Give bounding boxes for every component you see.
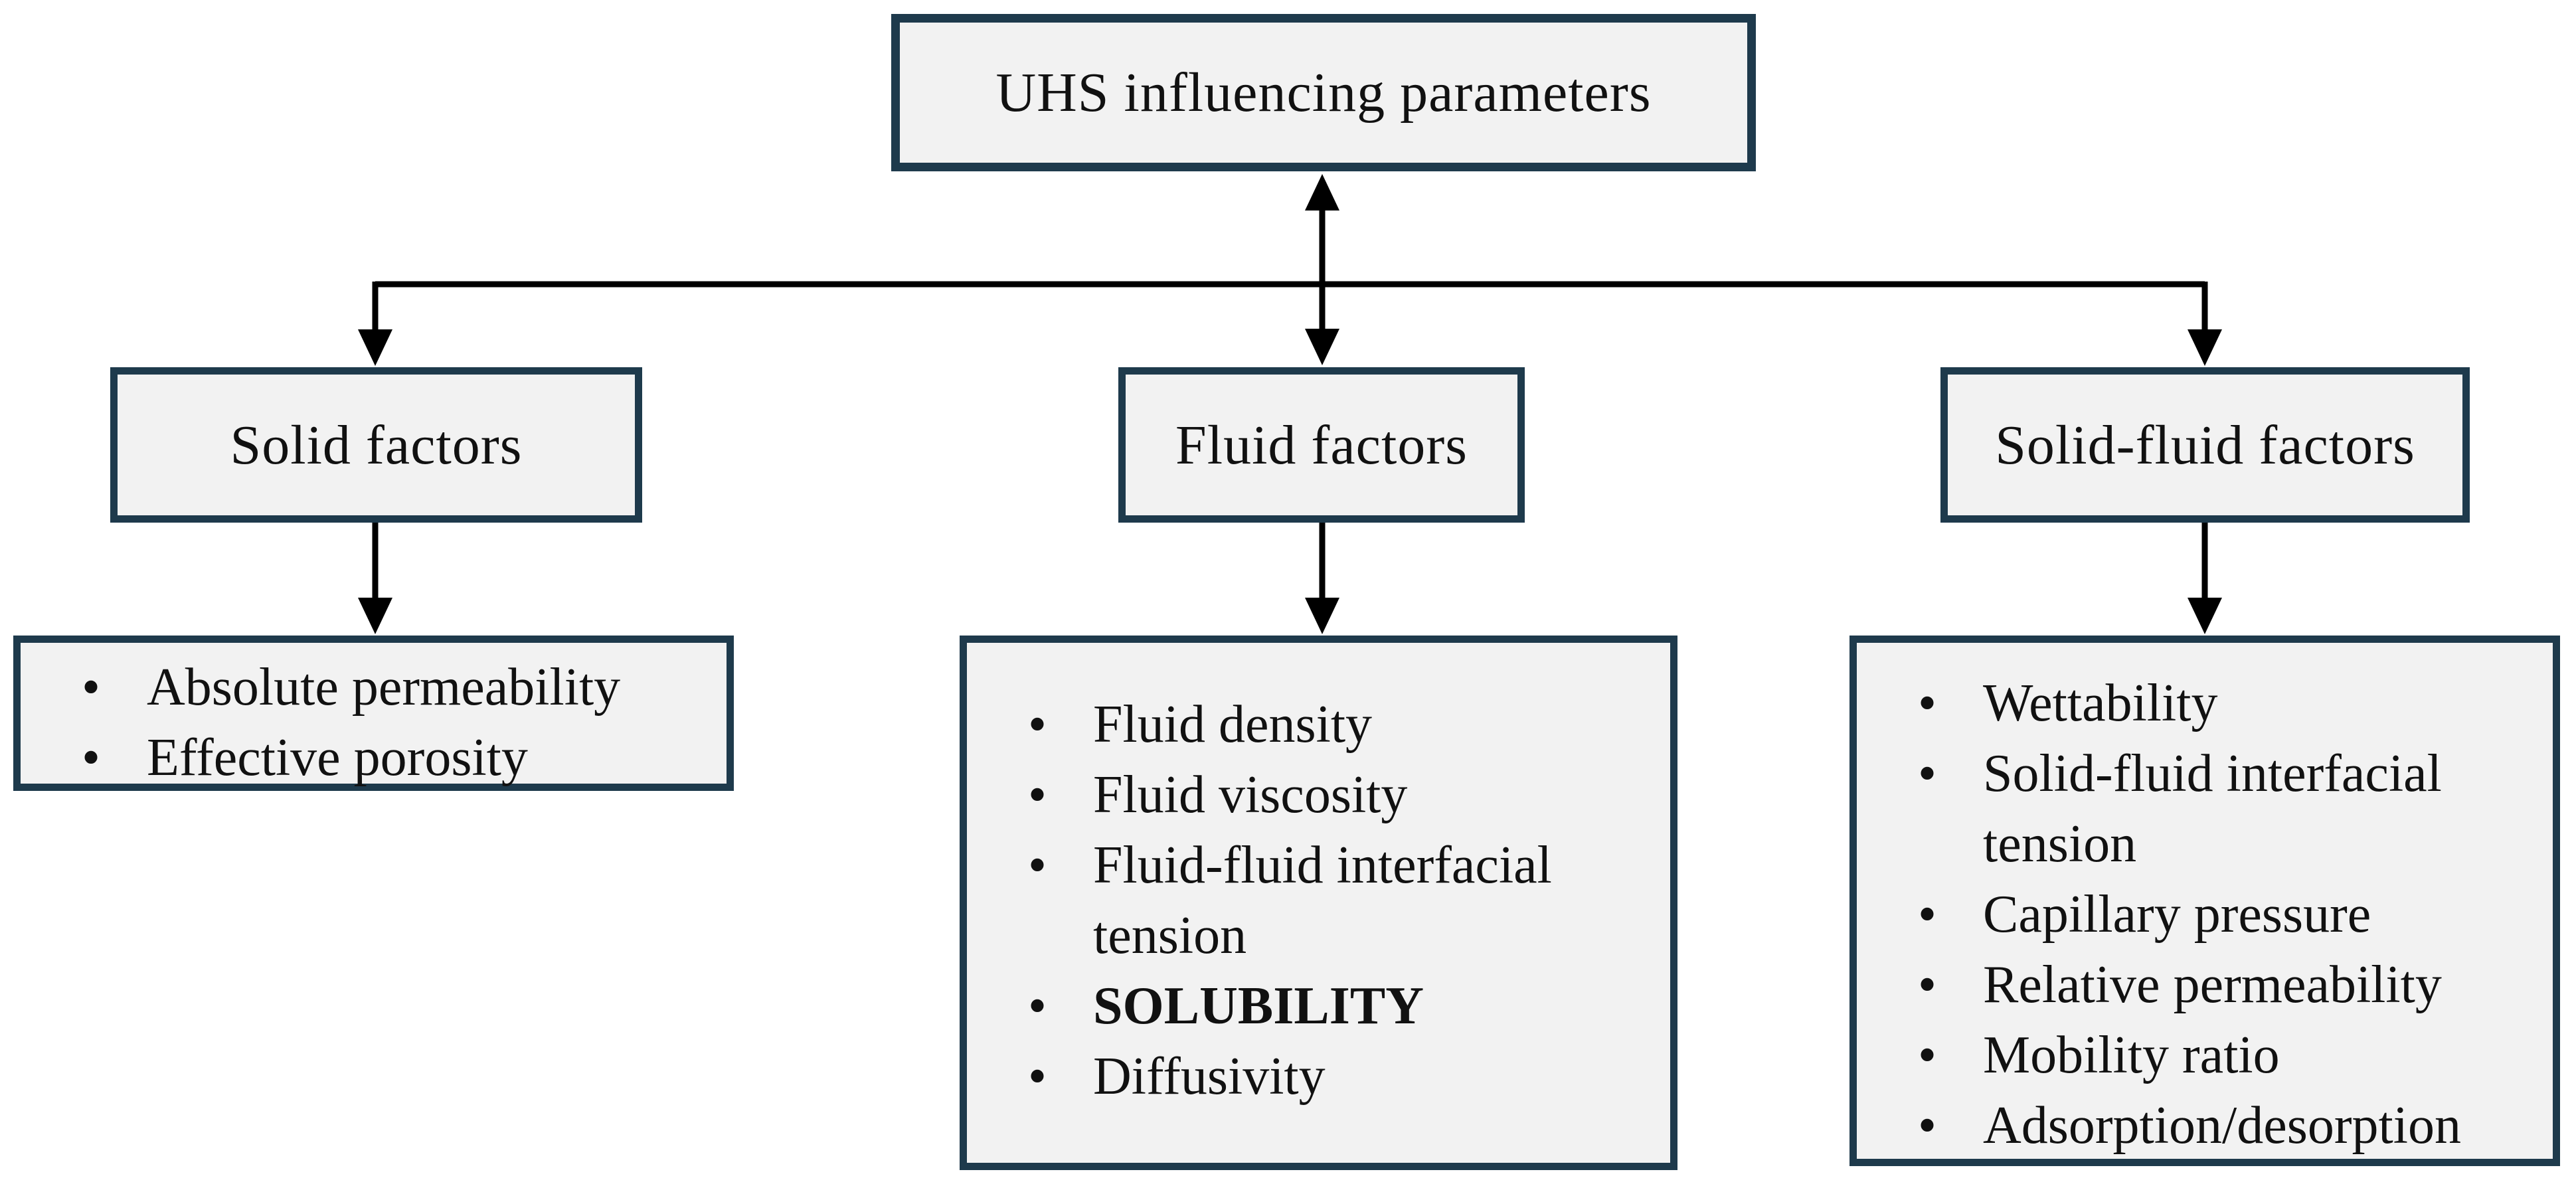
bullet-icon: • — [1028, 836, 1047, 895]
list-item: • Fluid-fluid interfacial tension — [993, 830, 1664, 971]
solidfluid-factors-list: • Wettability • Solid-fluid interfacial … — [1857, 643, 2553, 1161]
bullet-icon: • — [1918, 744, 1937, 803]
solidfluid-factors-header-label: Solid-fluid factors — [1995, 414, 2415, 476]
arrow-to-solid-header — [358, 282, 392, 366]
list-item: • Fluid viscosity — [993, 760, 1664, 830]
solid-factors-header-box: Solid factors — [110, 367, 642, 523]
bullet-icon: • — [82, 658, 101, 717]
list-item: • Absolute permeability — [47, 652, 720, 723]
list-item-label: Fluid viscosity — [1093, 766, 1408, 824]
list-item-label: Adsorption/desorption — [1983, 1096, 2461, 1155]
arrow-solid-header-to-list — [358, 523, 392, 634]
solid-factors-list: • Absolute permeability • Effective poro… — [21, 643, 727, 793]
list-item: • Effective porosity — [47, 723, 720, 793]
list-item-label: Effective porosity — [147, 728, 528, 787]
arrow-fluid-header-to-list — [1305, 523, 1339, 634]
list-item: • Diffusivity — [993, 1041, 1664, 1112]
list-item: • SOLUBILITY — [993, 971, 1664, 1041]
bullet-icon: • — [1918, 1026, 1937, 1084]
list-item-label: Capillary pressure — [1983, 885, 2371, 944]
list-item-label-solubility: SOLUBILITY — [1093, 977, 1424, 1035]
list-item: • Adsorption/desorption — [1883, 1090, 2546, 1161]
solidfluid-factors-header-box: Solid-fluid factors — [1940, 367, 2470, 523]
list-item-label: Solid-fluid interfacial tension — [1983, 744, 2442, 873]
solidfluid-factors-list-box: • Wettability • Solid-fluid interfacial … — [1849, 636, 2560, 1166]
bullet-icon: • — [1918, 1096, 1937, 1155]
solid-factors-list-box: • Absolute permeability • Effective poro… — [13, 636, 734, 791]
list-item: • Solid-fluid interfacial tension — [1883, 738, 2546, 879]
list-item-label: Fluid density — [1093, 695, 1373, 754]
list-item: • Relative permeability — [1883, 950, 2546, 1020]
bullet-icon: • — [1028, 977, 1047, 1035]
arrow-solidfluid-header-to-list — [2188, 523, 2222, 634]
bullet-icon: • — [1028, 1047, 1047, 1106]
list-item-label: Fluid-fluid interfacial tension — [1093, 836, 1552, 965]
double-arrow-root-fluid — [1305, 174, 1339, 365]
list-item-label: Relative permeability — [1983, 956, 2442, 1014]
list-item: • Fluid density — [993, 689, 1664, 760]
root-label: UHS influencing parameters — [995, 62, 1652, 124]
bullet-icon: • — [1918, 674, 1937, 732]
list-item: • Wettability — [1883, 668, 2546, 738]
bullet-icon: • — [1918, 956, 1937, 1014]
bullet-icon: • — [1028, 766, 1047, 824]
fluid-factors-list: • Fluid density • Fluid viscosity • Flui… — [967, 643, 1670, 1112]
fluid-factors-header-label: Fluid factors — [1175, 414, 1468, 476]
list-item-label: Wettability — [1983, 674, 2218, 732]
list-item-label: Absolute permeability — [147, 658, 621, 717]
list-item-label: Diffusivity — [1093, 1047, 1326, 1106]
list-item: • Mobility ratio — [1883, 1020, 2546, 1090]
solid-factors-header-label: Solid factors — [230, 414, 523, 476]
bullet-icon: • — [82, 728, 101, 787]
bullet-icon: • — [1028, 695, 1047, 754]
arrow-to-solidfluid-header — [2188, 282, 2222, 366]
fluid-factors-header-box: Fluid factors — [1118, 367, 1525, 523]
list-item: • Capillary pressure — [1883, 879, 2546, 950]
root-box: UHS influencing parameters — [891, 14, 1756, 171]
list-item-label: Mobility ratio — [1983, 1026, 2280, 1084]
fluid-factors-list-box: • Fluid density • Fluid viscosity • Flui… — [960, 636, 1677, 1170]
bullet-icon: • — [1918, 885, 1937, 944]
